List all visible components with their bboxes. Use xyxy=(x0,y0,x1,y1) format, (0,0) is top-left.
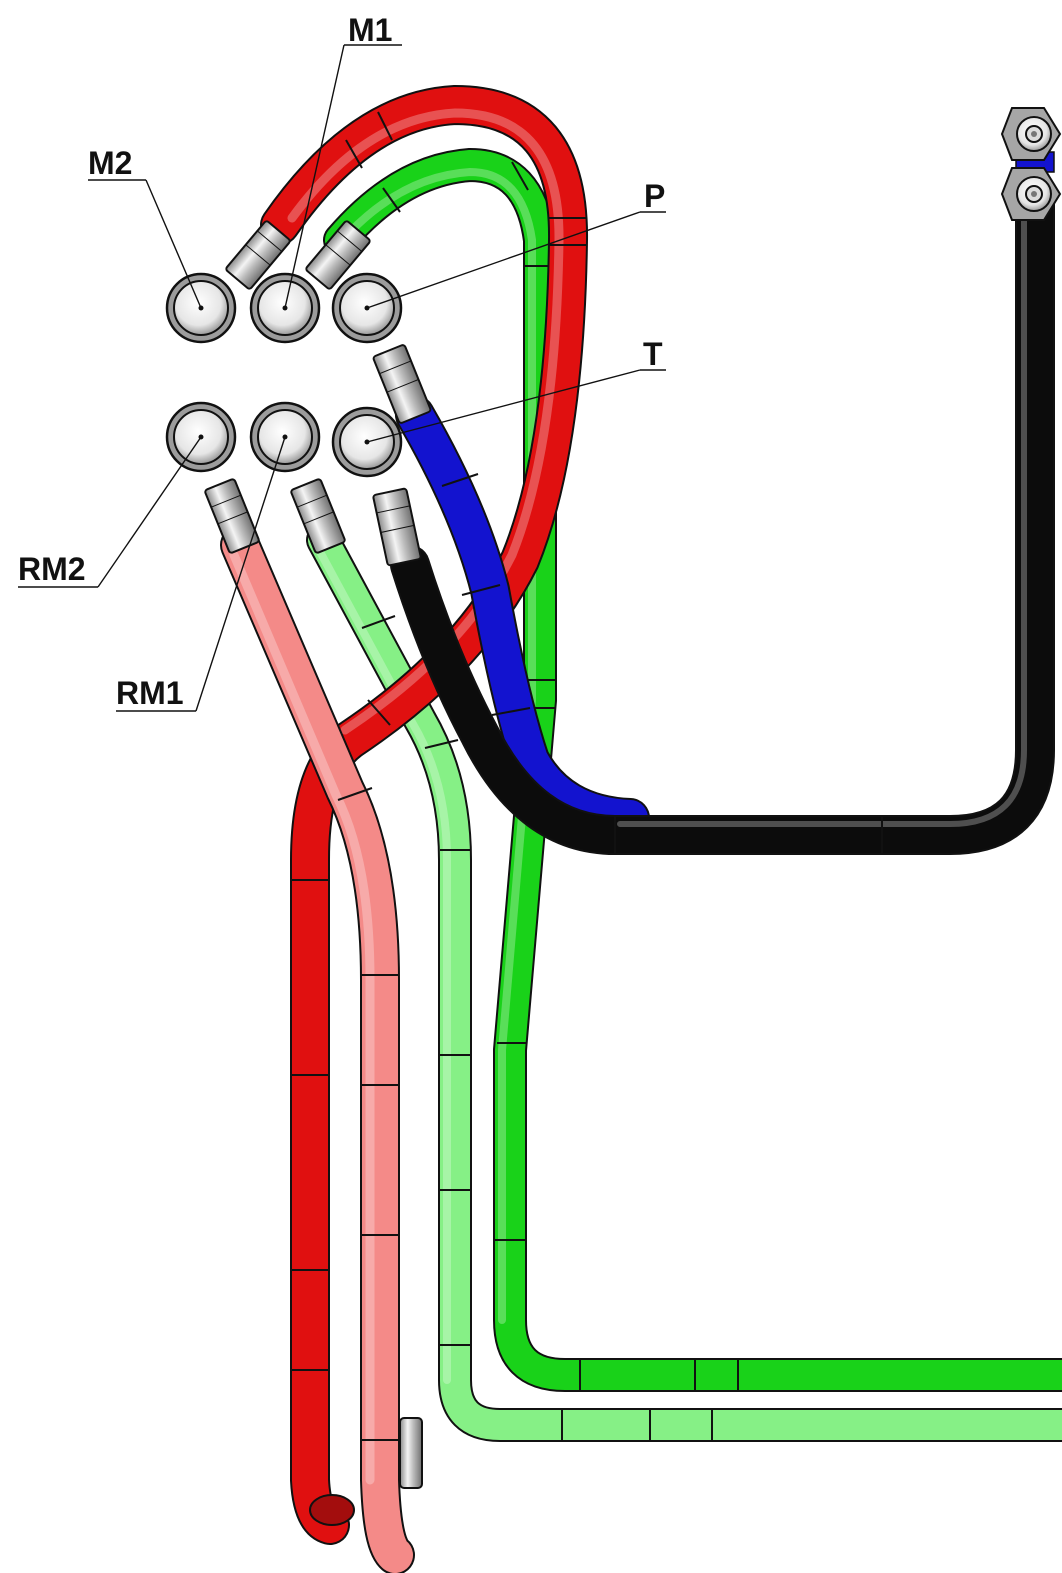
callout-rm2: RM2 xyxy=(18,436,202,588)
hose-crimp-fittings xyxy=(204,220,432,567)
pink-hose xyxy=(220,525,423,1573)
blue-hose xyxy=(395,395,650,838)
green-hose xyxy=(323,148,1062,1392)
callout-m2: M2 xyxy=(88,145,202,309)
red-hose xyxy=(260,85,589,1545)
light-green-hose xyxy=(306,523,1062,1442)
label-rm1: RM1 xyxy=(116,675,184,711)
label-t: T xyxy=(643,336,663,372)
right-hex-fitting-bottom xyxy=(1000,167,1062,221)
callout-p: P xyxy=(366,178,666,309)
label-m1: M1 xyxy=(348,12,392,48)
callout-t: T xyxy=(366,336,666,443)
callout-rm1: RM1 xyxy=(116,436,286,712)
black-hose xyxy=(390,151,1055,855)
callout-m1: M1 xyxy=(284,12,402,309)
label-p: P xyxy=(644,178,665,214)
right-hex-fitting-top xyxy=(1000,107,1062,161)
label-m2: M2 xyxy=(88,145,132,181)
label-rm2: RM2 xyxy=(18,551,86,587)
